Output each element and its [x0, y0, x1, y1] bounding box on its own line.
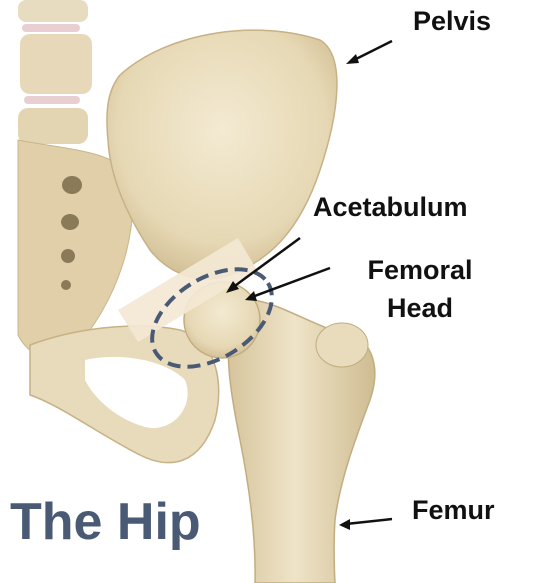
label-femoral-line2: Head	[350, 289, 490, 327]
diagram-title: The Hip	[10, 492, 201, 552]
label-femur: Femur	[412, 497, 495, 524]
femur-arrow	[339, 519, 392, 530]
label-femoral-line1: Femoral	[350, 251, 490, 289]
label-acetabulum: Acetabulum	[313, 194, 468, 221]
spine	[18, 0, 92, 144]
greater-trochanter	[316, 323, 368, 367]
pelvis-arrow	[346, 41, 392, 64]
pelvis-ilium	[107, 30, 337, 279]
label-femoral-head: Femoral Head	[350, 251, 490, 327]
label-pelvis: Pelvis	[413, 8, 491, 35]
